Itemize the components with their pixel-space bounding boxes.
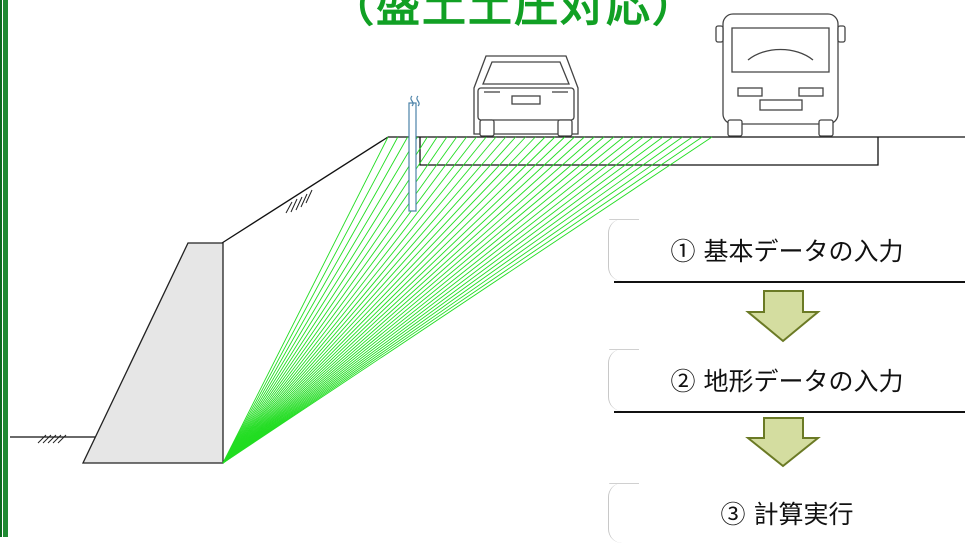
pavement-slab: [419, 137, 879, 166]
fan-line: [222, 136, 566, 464]
fan-line: [222, 136, 683, 464]
fan-line: [222, 136, 546, 464]
fan-line: [222, 136, 536, 464]
earth-pressure-fan: [222, 136, 713, 464]
fan-line: [222, 136, 497, 464]
fan-line: [222, 136, 654, 464]
fan-line: [222, 136, 585, 464]
fan-line: [222, 136, 399, 464]
fan-line: [222, 136, 693, 464]
left-frame-border: [0, 0, 8, 537]
step-basic-data-label: ① 基本データの入力: [608, 219, 965, 281]
fan-line: [222, 136, 664, 464]
fan-line: [222, 136, 673, 464]
page-title: （盛土土圧対応）: [330, 0, 698, 32]
guardrail-post-icon: [408, 95, 420, 212]
fan-line: [222, 136, 507, 464]
fan-line: [222, 136, 703, 464]
fan-line: [222, 136, 487, 464]
fan-line: [222, 136, 438, 464]
step-execute-calculation-label: ③ 計算実行: [608, 483, 965, 543]
step-execute-calculation[interactable]: ③ 計算実行: [608, 483, 965, 543]
fan-line: [222, 136, 418, 464]
fan-line: [222, 136, 516, 464]
fan-line: [222, 136, 526, 464]
slope-hatch-icon: [285, 189, 313, 214]
step-terrain-data-label: ② 地形データの入力: [608, 349, 965, 411]
step-terrain-data[interactable]: ② 地形データの入力: [608, 349, 965, 413]
fan-line: [222, 136, 644, 464]
truck-icon: [715, 13, 846, 137]
fan-line: [222, 136, 634, 464]
down-arrow-icon: [745, 290, 821, 343]
step-divider: [614, 411, 965, 413]
fan-line: [222, 136, 713, 464]
step-divider: [614, 281, 965, 283]
down-arrow-icon: [745, 417, 821, 468]
fan-line: [222, 136, 615, 464]
fan-line: [222, 136, 389, 464]
fan-line: [222, 136, 467, 464]
car-icon: [473, 55, 579, 137]
retaining-wall: [81, 242, 224, 464]
slope-line: [221, 136, 389, 244]
step-basic-data[interactable]: ① 基本データの入力: [608, 219, 965, 283]
fan-line: [222, 136, 477, 464]
fan-line: [222, 136, 624, 464]
fan-line: [222, 136, 595, 464]
fan-line: [222, 136, 458, 464]
fan-line: [222, 136, 556, 464]
fan-line: [222, 136, 605, 464]
fan-line: [222, 136, 575, 464]
fan-line: [222, 136, 428, 464]
ground-hatch-icon: [37, 434, 67, 444]
fan-line: [222, 136, 408, 464]
